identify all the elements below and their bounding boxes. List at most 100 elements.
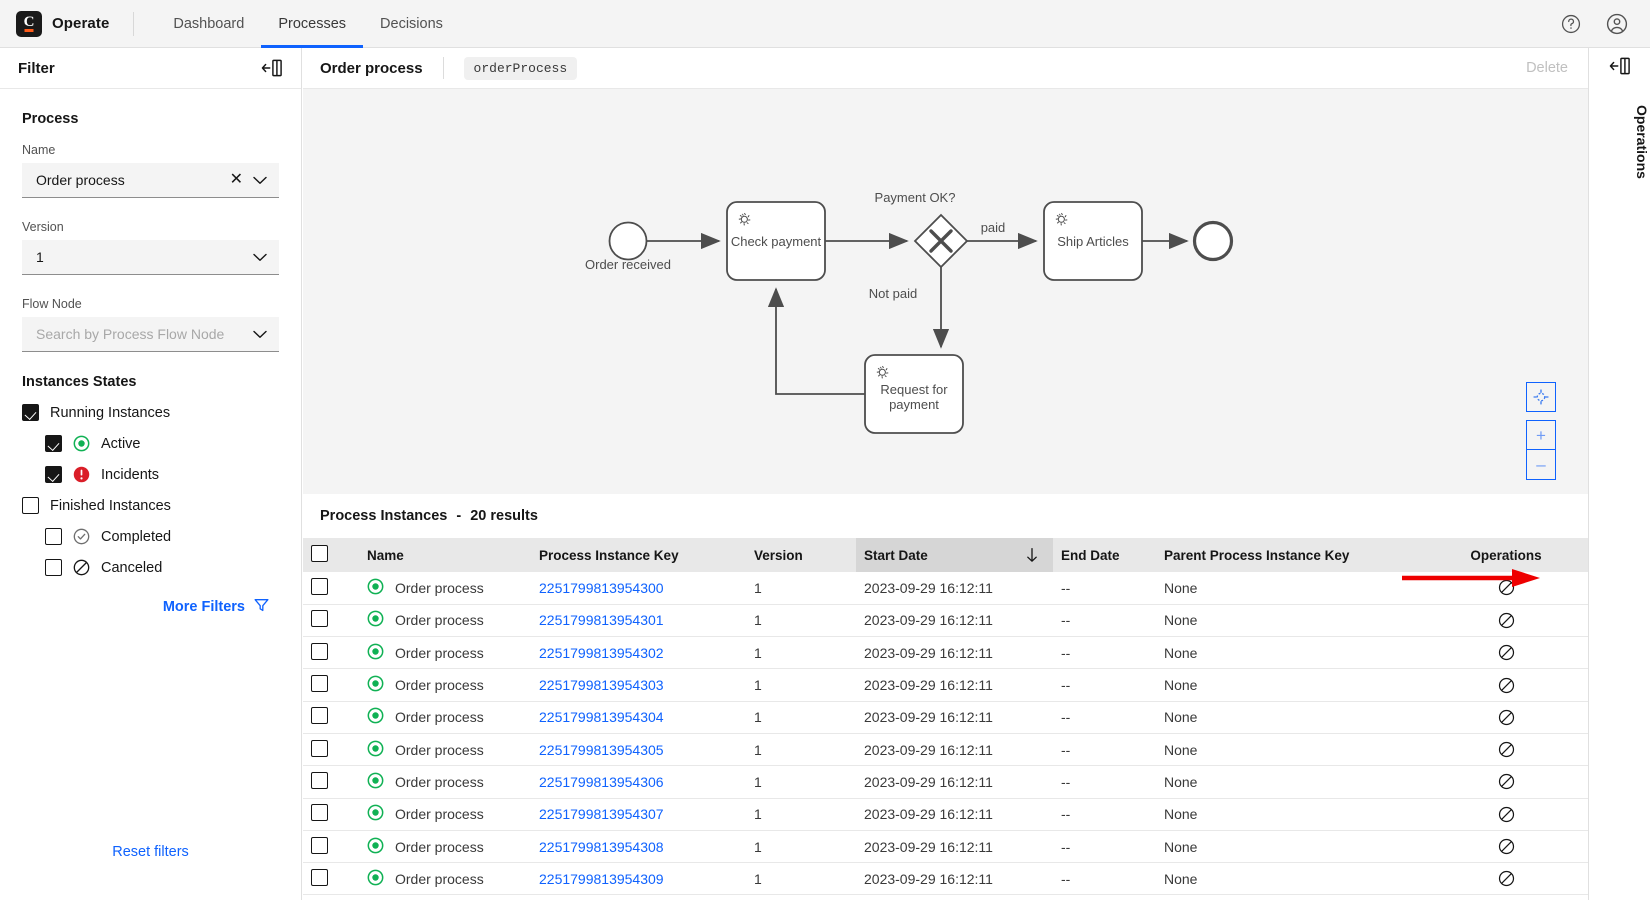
- process-instance-key-link[interactable]: 2251799813954305: [539, 742, 664, 758]
- row-checkbox[interactable]: [311, 804, 328, 821]
- checkbox-running-instances[interactable]: Running Instances: [22, 404, 279, 421]
- row-checkbox[interactable]: [311, 675, 328, 692]
- table-row[interactable]: Order process225179981395430012023-09-29…: [303, 572, 1588, 604]
- process-instance-key-link[interactable]: 2251799813954309: [539, 871, 664, 887]
- table-row[interactable]: Order process225179981395430512023-09-29…: [303, 733, 1588, 765]
- cancel-operation-icon[interactable]: [1498, 741, 1515, 758]
- select-all-checkbox[interactable]: [311, 545, 328, 562]
- cancel-operation-icon[interactable]: [1498, 870, 1515, 887]
- process-instance-key-link[interactable]: 2251799813954308: [539, 839, 664, 855]
- cell-parent-process-instance-key: None: [1156, 604, 1424, 636]
- bpmn-diagram-canvas[interactable]: Order received Check payment Ship Articl…: [303, 89, 1588, 494]
- panel-collapse-icon[interactable]: [1609, 56, 1631, 81]
- table-row[interactable]: Order process225179981395430212023-09-29…: [303, 637, 1588, 669]
- process-instance-key-link[interactable]: 2251799813954302: [539, 645, 664, 661]
- instance-name: Order process: [395, 774, 484, 790]
- process-name-select[interactable]: Order process ✕: [22, 163, 279, 198]
- row-checkbox[interactable]: [311, 610, 328, 627]
- nav-item-dashboard[interactable]: Dashboard: [156, 0, 261, 48]
- row-select-cell: [303, 572, 359, 604]
- chevron-down-icon[interactable]: [249, 176, 271, 185]
- process-instance-key-link[interactable]: 2251799813954306: [539, 774, 664, 790]
- row-checkbox[interactable]: [311, 643, 328, 660]
- checkbox-label: Canceled: [101, 560, 162, 576]
- row-checkbox[interactable]: [311, 772, 328, 789]
- cancel-operation-icon[interactable]: [1498, 677, 1515, 694]
- checkbox-box[interactable]: [45, 435, 62, 452]
- column-header-parent-process-instance-key[interactable]: Parent Process Instance Key: [1156, 538, 1424, 572]
- column-header-name[interactable]: Name: [359, 538, 531, 572]
- cancel-operation-icon[interactable]: [1498, 644, 1515, 661]
- zoom-in-button[interactable]: +: [1526, 420, 1556, 450]
- row-checkbox[interactable]: [311, 740, 328, 757]
- row-checkbox[interactable]: [311, 869, 328, 886]
- column-header-process-instance-key[interactable]: Process Instance Key: [531, 538, 746, 572]
- brand[interactable]: C Operate: [0, 11, 109, 37]
- table-row[interactable]: Order process225179981395430712023-09-29…: [303, 798, 1588, 830]
- chevron-down-icon[interactable]: [249, 253, 271, 262]
- checkbox-completed[interactable]: Completed: [45, 528, 279, 545]
- cancel-operation-icon[interactable]: [1498, 579, 1515, 596]
- checkbox-active[interactable]: Active: [45, 435, 279, 452]
- user-avatar-icon[interactable]: [1604, 11, 1630, 37]
- nav-item-processes[interactable]: Processes: [261, 0, 363, 48]
- nav-item-decisions[interactable]: Decisions: [363, 0, 460, 48]
- column-header-start-date[interactable]: Start Date: [856, 538, 1053, 572]
- flow-node-select[interactable]: Search by Process Flow Node: [22, 317, 279, 352]
- checkbox-box[interactable]: [22, 497, 39, 514]
- bpmn-label-start-event: Order received: [585, 257, 671, 272]
- checkbox-label: Incidents: [101, 467, 159, 483]
- checkbox-box[interactable]: [45, 528, 62, 545]
- active-icon: [367, 643, 384, 663]
- checkbox-label: Running Instances: [50, 405, 170, 421]
- cell-operations: [1424, 798, 1588, 830]
- process-instance-key-link[interactable]: 2251799813954304: [539, 709, 664, 725]
- cell-version: 1: [746, 830, 856, 862]
- help-circle-icon[interactable]: [1558, 11, 1584, 37]
- checkbox-finished-instances[interactable]: Finished Instances: [22, 497, 279, 514]
- row-checkbox[interactable]: [311, 837, 328, 854]
- cancel-operation-icon[interactable]: [1498, 612, 1515, 629]
- process-instance-key-link[interactable]: 2251799813954303: [539, 677, 664, 693]
- table-row[interactable]: Order process225179981395430112023-09-29…: [303, 604, 1588, 636]
- column-header-version[interactable]: Version: [746, 538, 856, 572]
- process-version-value: 1: [36, 249, 249, 265]
- process-instance-key-link[interactable]: 2251799813954301: [539, 612, 664, 628]
- row-checkbox[interactable]: [311, 578, 328, 595]
- cancel-operation-icon[interactable]: [1498, 773, 1515, 790]
- cell-name: Order process: [359, 572, 531, 604]
- checkbox-canceled[interactable]: Canceled: [45, 559, 279, 576]
- table-row[interactable]: Order process225179981395430812023-09-29…: [303, 830, 1588, 862]
- cancel-operation-icon[interactable]: [1498, 806, 1515, 823]
- delete-button[interactable]: Delete: [1526, 60, 1568, 76]
- table-row[interactable]: Order process225179981395430312023-09-29…: [303, 669, 1588, 701]
- checkbox-incidents[interactable]: Incidents: [45, 466, 279, 483]
- bpmn-label-request-payment-2: payment: [889, 397, 939, 412]
- chevron-down-icon[interactable]: [249, 330, 271, 339]
- panel-collapse-icon[interactable]: [261, 58, 283, 78]
- operations-rail-label[interactable]: Operations: [1589, 105, 1650, 179]
- table-row[interactable]: Order process225179981395430412023-09-29…: [303, 701, 1588, 733]
- process-instance-key-link[interactable]: 2251799813954307: [539, 806, 664, 822]
- process-instance-key-link[interactable]: 2251799813954300: [539, 580, 664, 596]
- more-filters-button[interactable]: More Filters: [22, 598, 279, 616]
- clear-name-icon[interactable]: ✕: [224, 172, 249, 188]
- table-row[interactable]: Order process225179981395430912023-09-29…: [303, 863, 1588, 895]
- row-select-cell: [303, 798, 359, 830]
- table-row[interactable]: Order process225179981395430612023-09-29…: [303, 766, 1588, 798]
- process-instances-table: Name Process Instance Key Version Start …: [303, 538, 1588, 895]
- process-version-select[interactable]: 1: [22, 240, 279, 275]
- checkbox-box[interactable]: [45, 466, 62, 483]
- zoom-out-button[interactable]: –: [1526, 450, 1556, 480]
- row-checkbox[interactable]: [311, 707, 328, 724]
- checkbox-box[interactable]: [45, 559, 62, 576]
- table-head: Name Process Instance Key Version Start …: [303, 538, 1588, 572]
- cancel-operation-icon[interactable]: [1498, 838, 1515, 855]
- logo-accent-bar: [25, 29, 34, 32]
- reset-zoom-button[interactable]: [1526, 382, 1556, 412]
- checkbox-box[interactable]: [22, 404, 39, 421]
- column-header-end-date[interactable]: End Date: [1053, 538, 1156, 572]
- reset-filters-link[interactable]: Reset filters: [0, 844, 301, 860]
- cancel-operation-icon[interactable]: [1498, 709, 1515, 726]
- cell-name: Order process: [359, 798, 531, 830]
